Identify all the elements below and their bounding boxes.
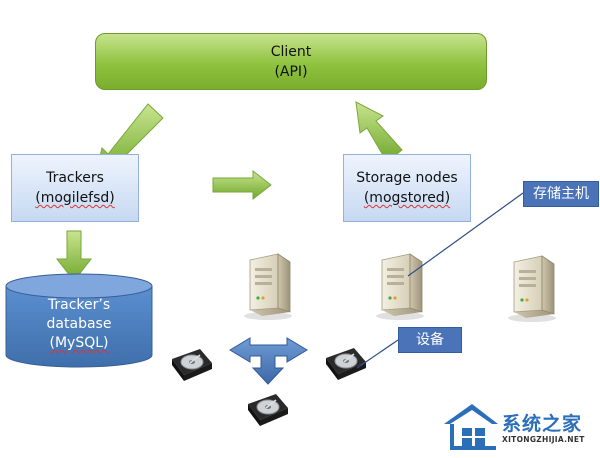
four-way-arrow-icon bbox=[229, 337, 308, 385]
trackers-box: Trackers (mogilefsd) bbox=[11, 154, 139, 222]
logo-chinese-text: 系统之家 bbox=[502, 413, 583, 435]
arrow-storage-to-client bbox=[355, 101, 403, 163]
client-box: Client (API) bbox=[95, 33, 487, 90]
hard-disk-icon bbox=[247, 393, 289, 427]
storage-subtitle: (mogstored) bbox=[363, 190, 451, 206]
watermark-logo: 系统之家 XITONGZHIJIA.NET bbox=[440, 395, 600, 455]
server-icon bbox=[375, 253, 425, 321]
trackers-title: Trackers bbox=[46, 170, 104, 186]
hard-disk-icon bbox=[325, 347, 367, 381]
callout-device-line bbox=[356, 339, 399, 369]
arrow-trackers-to-storage bbox=[212, 169, 272, 201]
storage-title: Storage nodes bbox=[356, 170, 458, 186]
client-subtitle: (API) bbox=[274, 63, 308, 80]
database-line1: Tracker’s bbox=[47, 297, 111, 313]
database-line3: (MySQL) bbox=[49, 335, 109, 351]
server-icon bbox=[243, 253, 293, 321]
logo-english-text: XITONGZHIJIA.NET bbox=[502, 435, 585, 444]
database-line2: database bbox=[46, 316, 112, 332]
storage-host-callout: 存储主机 bbox=[523, 181, 599, 207]
arrow-trackers-to-database bbox=[55, 230, 93, 282]
logo-house-icon bbox=[444, 404, 498, 450]
server-icon bbox=[507, 255, 557, 323]
hard-disk-icon bbox=[171, 348, 213, 382]
trackers-subtitle: (mogilefsd) bbox=[35, 190, 115, 206]
callout-host-line bbox=[407, 192, 524, 277]
database-cylinder bbox=[5, 273, 153, 368]
storage-nodes-box: Storage nodes (mogstored) bbox=[343, 154, 471, 222]
device-callout: 设备 bbox=[398, 327, 462, 353]
database-label: Tracker’s database (MySQL) bbox=[6, 296, 152, 353]
client-title: Client bbox=[270, 43, 312, 60]
